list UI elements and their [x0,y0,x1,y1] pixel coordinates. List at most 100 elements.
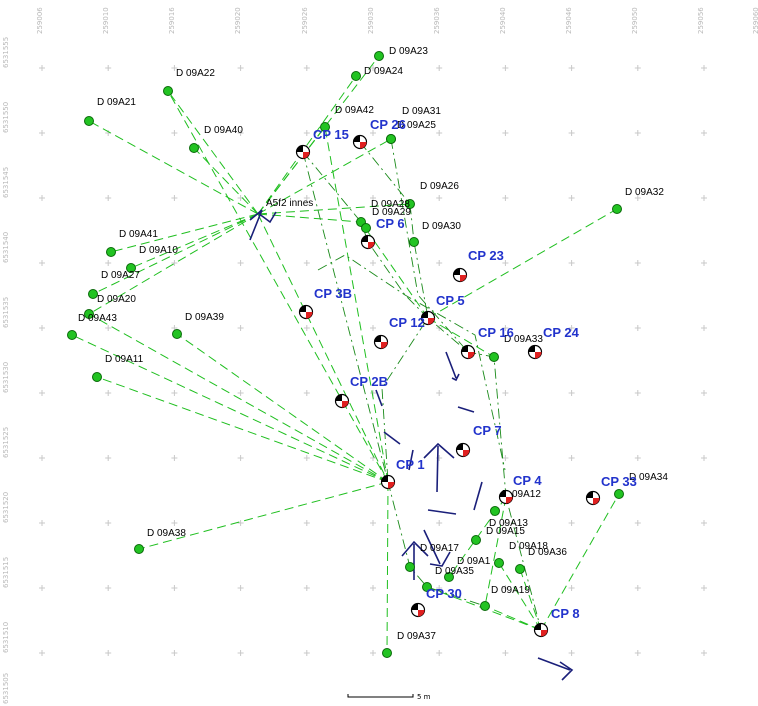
survey-point[interactable]: D 09A1 [444,556,491,582]
control-point[interactable]: CP 26 [352,117,406,150]
control-point[interactable]: CP 16 [460,325,514,360]
survey-point-marker[interactable] [515,564,525,574]
survey-point[interactable]: D 09A29 [361,207,412,233]
survey-point[interactable]: D 09A10 [126,245,179,273]
survey-point[interactable]: D 09A43 [67,313,118,340]
survey-point[interactable]: D 09A38 [134,528,187,554]
survey-point-marker[interactable] [126,263,136,273]
survey-point[interactable]: D 09A21 [84,97,137,126]
survey-point[interactable]: D 09A20 [84,294,137,319]
control-point-label: CP 2B [350,374,388,389]
control-point[interactable]: CP 23 [452,248,504,283]
control-point[interactable]: CP 3B [298,286,353,320]
survey-point-marker[interactable] [84,309,94,319]
survey-point-marker[interactable] [480,601,490,611]
survey-point-marker[interactable] [84,116,94,126]
x-coord-label: 259030 [367,7,375,34]
survey-point-label: D 09A36 [528,547,567,558]
control-point[interactable]: CP 5 [420,293,465,326]
control-point[interactable]: CP 6 [360,216,405,250]
survey-point[interactable]: D 09A32 [612,187,665,214]
survey-point-marker[interactable] [612,204,622,214]
survey-point-marker[interactable] [444,572,454,582]
observation-rays [71,55,620,654]
y-coordinate-labels: 6531555 6531550 6531545 6531540 6531535 … [2,37,10,704]
survey-points: D 09A23 D 09A24 D 09A22 D 09A21 D 09A42 D 09A… [67,46,669,658]
control-point-label: CP 12 [389,315,425,330]
survey-point[interactable]: D 09A25 [386,120,437,144]
survey-point-marker[interactable] [67,330,77,340]
survey-point-marker[interactable] [163,86,173,96]
survey-point-marker[interactable] [494,558,504,568]
control-point[interactable]: CP 7 [455,423,502,458]
survey-point[interactable]: D 09A11 [92,354,144,382]
survey-point[interactable]: D 09A17 [405,543,460,572]
survey-point[interactable]: D 09A23 [374,46,429,61]
survey-point[interactable]: D 09A33 [489,334,544,362]
survey-point[interactable]: D 09A34 [614,472,669,499]
survey-point[interactable]: D 09A26 [405,181,460,209]
survey-point-label: D 09A39 [185,312,224,323]
survey-point-label: D 09A37 [397,631,436,642]
survey-point-marker[interactable] [490,506,500,516]
survey-point[interactable]: D 09A22 [163,68,216,96]
control-point-label: CP 5 [436,293,465,308]
survey-point[interactable]: D 09A35 [422,566,475,592]
survey-point-marker[interactable] [489,352,499,362]
survey-point[interactable]: D 09A37 [382,631,437,658]
survey-point-marker[interactable] [320,122,330,132]
survey-point-marker[interactable] [172,329,182,339]
survey-point[interactable]: D 09A15 [471,526,526,545]
survey-point-marker[interactable] [471,535,481,545]
control-point[interactable]: CP 15 [295,127,349,160]
survey-point-label: D 09A26 [420,181,459,192]
survey-point-marker[interactable] [386,134,396,144]
survey-point-marker[interactable] [382,648,392,658]
survey-point-marker[interactable] [409,237,419,247]
survey-point[interactable]: D 09A36 [515,547,568,574]
x-coord-label: 259050 [631,7,639,34]
scale-label: 5 m [417,693,431,701]
survey-point-label: D 09A24 [364,66,403,77]
survey-point-marker[interactable] [189,143,199,153]
control-point[interactable]: CP 8 [533,606,580,638]
survey-point[interactable]: D 09A30 [409,221,462,247]
survey-point[interactable]: D 09A19 [480,585,531,611]
control-point[interactable]: CP 1 [380,457,425,490]
survey-point[interactable]: D 09A42 [320,105,375,132]
survey-point[interactable]: D 09A18 [494,541,549,568]
survey-point-marker[interactable] [422,582,432,592]
survey-point-marker[interactable] [361,223,371,233]
y-coord-label: 6531505 [2,673,10,704]
survey-point[interactable]: D 09A41 [106,229,159,257]
survey-point-label: D 09A13 [489,518,528,529]
control-point[interactable]: CP 33 [585,474,637,506]
survey-point[interactable]: D 09A13 [489,506,528,530]
survey-point[interactable]: D 09A27 [88,270,141,299]
control-point-label: CP 24 [543,325,580,340]
survey-point[interactable]: D 09A24 [351,66,404,81]
survey-point-marker[interactable] [106,247,116,257]
station-label: A5f2 innes [266,198,313,209]
survey-point[interactable]: D 09A40 [189,125,244,153]
survey-point-marker[interactable] [405,199,415,209]
survey-point-marker[interactable] [374,51,384,61]
survey-point[interactable]: D 09A39 [172,312,225,339]
control-point-label: CP 4 [513,473,542,488]
control-point[interactable]: CP 24 [527,325,580,360]
survey-point-label: D 09A33 [504,334,543,345]
survey-point-marker[interactable] [134,544,144,554]
control-point[interactable]: CP 4 [498,473,543,505]
survey-point-label: D 09A31 [402,106,441,117]
survey-point-marker[interactable] [92,372,102,382]
x-coord-label: 259060 [752,7,758,34]
control-point[interactable]: CP 2B [334,374,389,409]
control-point[interactable]: CP 12 [373,315,425,350]
survey-point-marker[interactable] [351,71,361,81]
control-point-label: CP 6 [376,216,405,231]
control-point[interactable]: CP 30 [410,586,462,618]
survey-point-marker[interactable] [405,562,415,572]
survey-point-marker[interactable] [614,489,624,499]
survey-point-marker[interactable] [88,289,98,299]
